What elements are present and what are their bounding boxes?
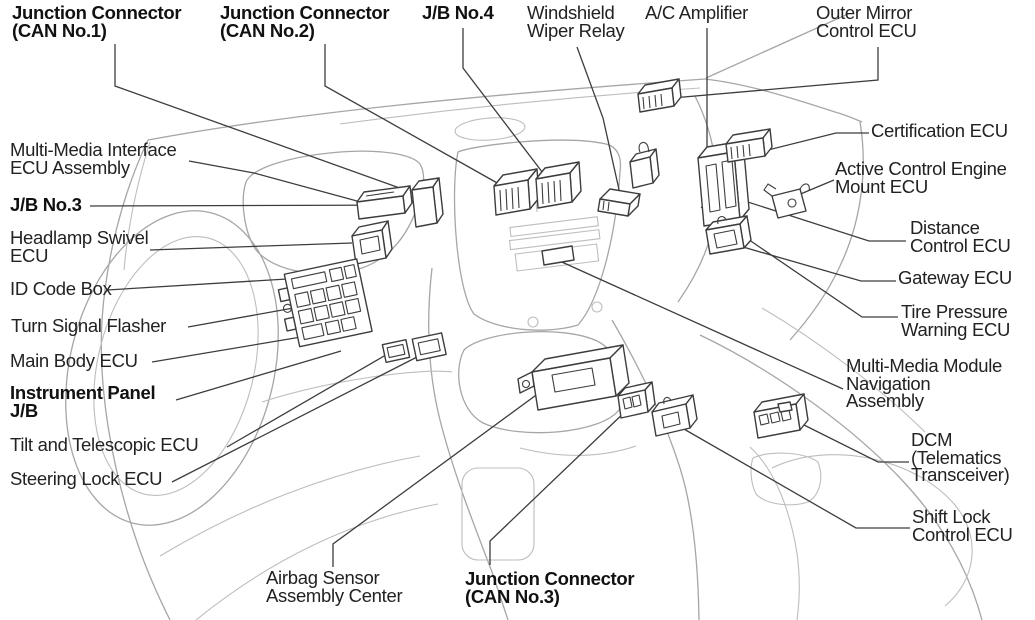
label-id-code-box: ID Code Box: [10, 278, 112, 299]
component-jb-no4: [535, 161, 582, 209]
label-gateway-ecu: Gateway ECU: [898, 267, 1012, 288]
component-certification-ecu: [725, 128, 773, 163]
label-main-body-ecu: Main Body ECU: [10, 350, 138, 371]
component-junction-connector-can1: [411, 177, 444, 228]
leader-id-code-box: [106, 278, 288, 291]
leader-outer-mirror-control-ecu: [660, 47, 879, 100]
label-jb-no4: J/B No.4: [422, 2, 494, 23]
leader-multi-media-interface-ecu-assembly: [188, 160, 358, 202]
leader-gateway-ecu: [742, 246, 896, 282]
component-headlamp-swivel-ecu: [351, 220, 393, 265]
component-outer-mirror-control-ecu: [637, 78, 682, 113]
leader-jb-no4: [462, 28, 550, 182]
dashboard-outline: [65, 13, 983, 620]
component-gateway-ecu: [705, 215, 752, 255]
leader-multi-media-module-navigation-assembly: [552, 257, 844, 390]
component-multi-media-interface-ecu-assembly: [356, 185, 413, 220]
component-multi-media-module-navigation-assembly: [541, 245, 575, 266]
leader-turn-signal-flasher: [187, 306, 300, 328]
label-certification-ecu: Certification ECU: [871, 120, 1008, 141]
leader-shift-lock-control-ecu: [669, 420, 910, 529]
component-instrument-panel-jb: [277, 258, 373, 348]
component-active-control-engine-mount-ecu: [763, 183, 810, 219]
component-tilt-and-telescopic-ecu: [381, 339, 411, 363]
leader-distance-control-ecu: [722, 193, 906, 242]
leader-junction-connector-can2: [324, 44, 500, 185]
label-ac-amplifier: A/C Amplifier: [645, 2, 749, 23]
label-steering-lock-ecu: Steering Lock ECU: [10, 468, 163, 489]
label-junction-connector-can3: Junction Connector(CAN No.3): [465, 568, 635, 607]
leader-tire-pressure-warning-ecu: [700, 206, 898, 318]
leader-windshield-wiper-relay: [576, 46, 621, 195]
label-junction-connector-can2: Junction Connector(CAN No.2): [220, 2, 390, 41]
component-junction-connector-can2: [493, 168, 540, 216]
leader-steering-lock-ecu: [171, 355, 420, 483]
component-airbag-sensor-assembly-center: [517, 344, 630, 411]
label-jb-no3: J/B No.3: [10, 194, 82, 215]
leader-junction-connector-can1: [114, 44, 409, 192]
component-windshield-wiper-relay: [597, 141, 660, 217]
component-steering-lock-ecu: [411, 332, 447, 362]
leader-instrument-panel-jb: [175, 350, 342, 401]
leader-headlamp-swivel-ecu: [149, 242, 353, 251]
leader-airbag-sensor-assembly-center: [332, 378, 559, 567]
component-junction-connector-can3: [617, 381, 656, 419]
leader-dcm-telematics-transceiver: [797, 421, 909, 463]
component-dcm-telematics-transceiver: [753, 393, 809, 439]
leader-certification-ecu: [743, 132, 869, 157]
leader-main-body-ecu: [151, 335, 308, 363]
label-turn-signal-flasher: Turn Signal Flasher: [11, 315, 167, 336]
label-junction-connector-can1: Junction Connector(CAN No.1): [12, 2, 182, 41]
component-shift-lock-control-ecu: [651, 394, 698, 437]
leader-tilt-and-telescopic-ecu: [226, 351, 392, 448]
leader-junction-connector-can3: [489, 407, 630, 565]
label-tilt-and-telescopic-ecu: Tilt and Telescopic ECU: [10, 434, 199, 455]
leader-lines: [89, 28, 910, 567]
